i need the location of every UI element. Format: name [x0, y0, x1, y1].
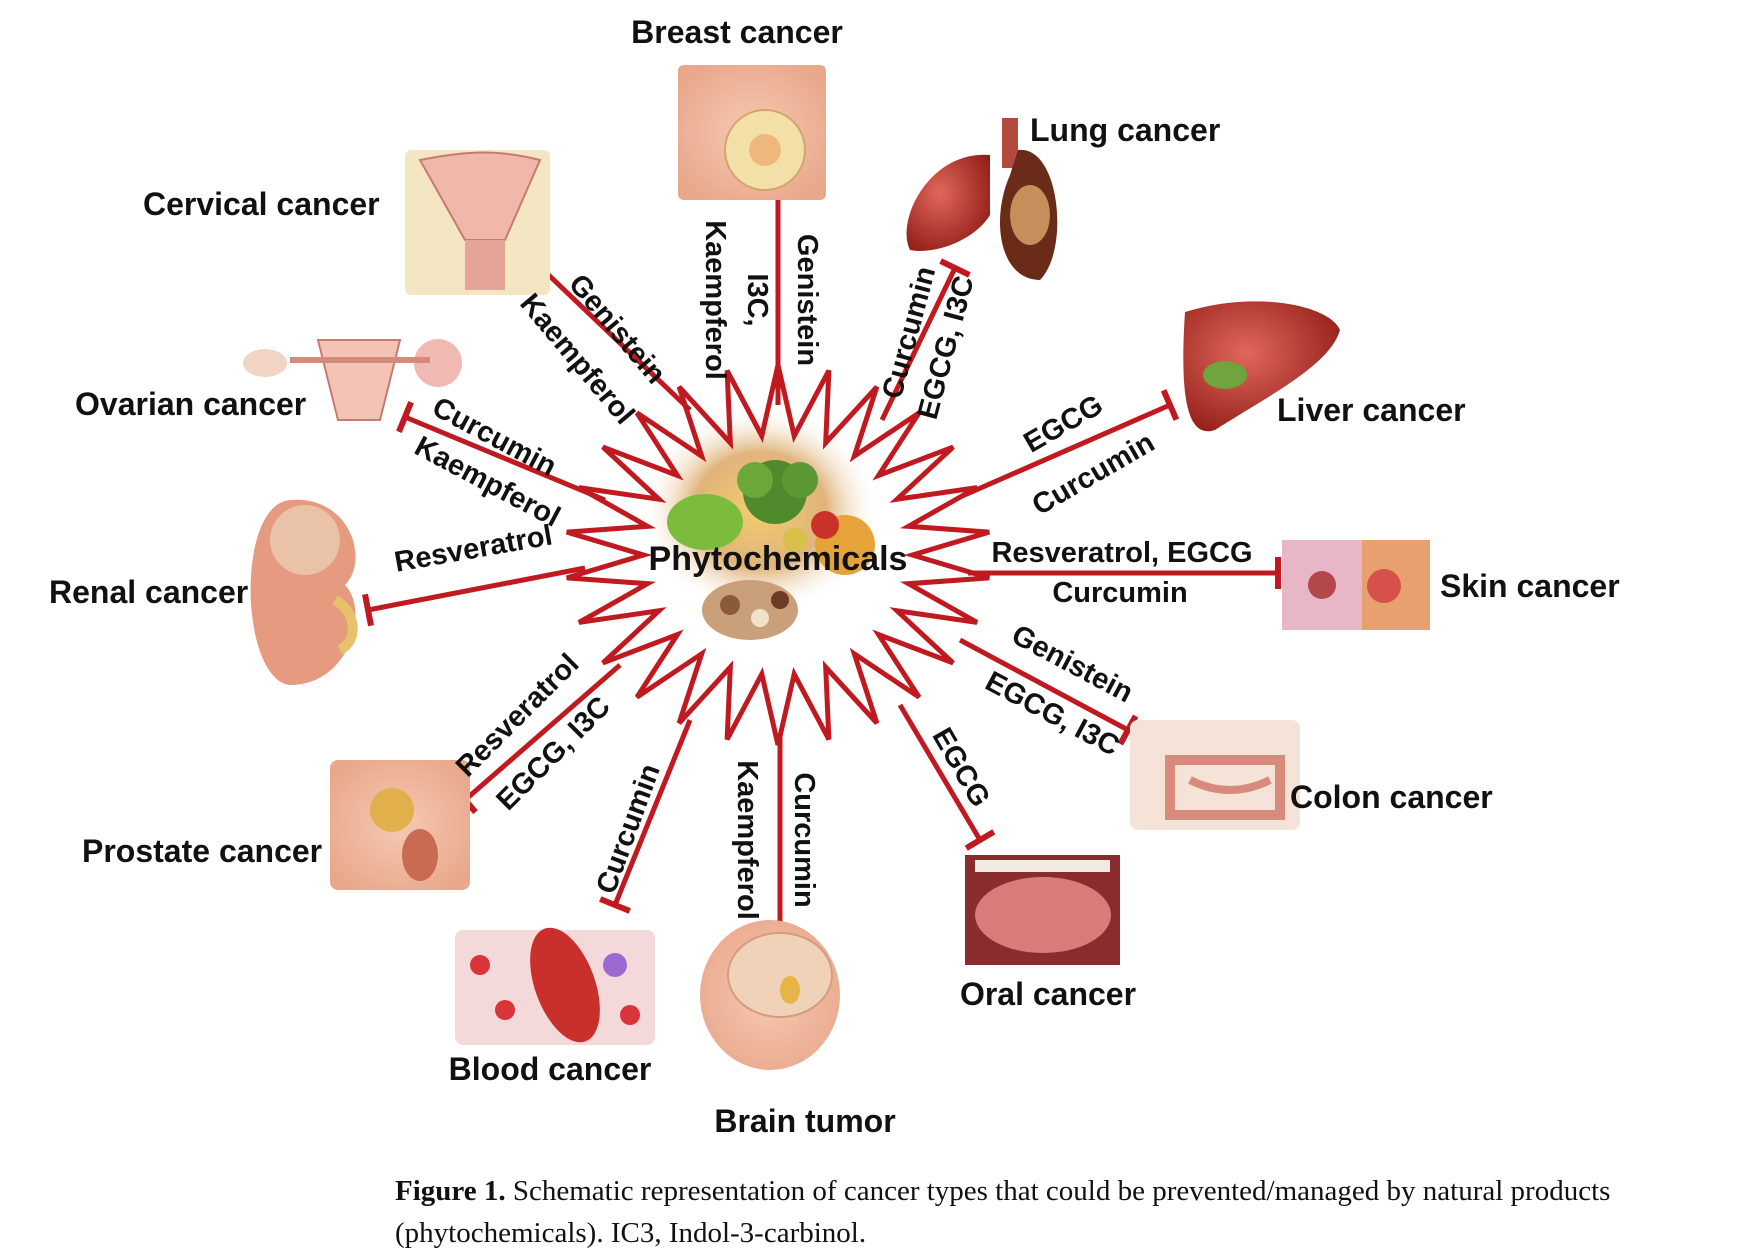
beans-icon: [702, 580, 798, 640]
ovarian-cancer-label: Ovarian cancer: [75, 386, 306, 422]
skin-agent-label: Curcumin: [1052, 577, 1187, 609]
skin-cancer-label: Skin cancer: [1440, 568, 1620, 604]
caption-text: Schematic representation of cancer types…: [395, 1175, 1611, 1249]
renal-inhibition-bar: [362, 593, 374, 627]
skin-agent-label: Resveratrol, EGCG: [991, 537, 1252, 569]
liver-inhibition-line: [958, 402, 1172, 500]
lung-inhibition-line: [879, 266, 958, 422]
colon-inhibition-bar: [1117, 714, 1139, 746]
liver-agent-label: EGCG: [1019, 389, 1109, 459]
lung-illustration: [906, 118, 1058, 280]
oral-cancer-label: Oral cancer: [960, 976, 1136, 1012]
breast-agent-label: Genistein: [791, 234, 823, 366]
blood-illustration: [455, 927, 655, 1045]
brain-agent-label: Kaempferol: [731, 760, 763, 920]
renal-illustration: [250, 499, 358, 685]
blood-cancer-label: Blood cancer: [449, 1051, 652, 1087]
brain-illustration: [700, 920, 840, 1070]
cervical-cancer-label: Cervical cancer: [143, 186, 380, 222]
oral-inhibition-bar: [964, 829, 996, 851]
blood-inhibition-line: [612, 719, 693, 906]
breast-illustration: [678, 65, 826, 200]
prostate-illustration: [330, 760, 470, 890]
figure-caption: Figure 1. Schematic representation of ca…: [395, 1170, 1725, 1254]
breast-agent-label: Kaempferol: [699, 220, 731, 380]
ovarian-inhibition-line: [404, 414, 606, 503]
lung-cancer-label: Lung cancer: [1030, 112, 1220, 148]
renal-inhibition-line: [367, 565, 586, 613]
renal-agent-label: Resveratrol: [392, 520, 555, 579]
cervical-inhibition-line: [533, 260, 692, 412]
lettuce-icon: [667, 494, 743, 550]
colon-cancer-label: Colon cancer: [1290, 779, 1493, 815]
brain-tumor-label: Brain tumor: [714, 1103, 895, 1139]
liver-inhibition-bar: [1160, 389, 1180, 421]
skin-illustration: [1282, 540, 1430, 630]
oral-inhibition-line: [897, 703, 983, 842]
liver-cancer-label: Liver cancer: [1277, 392, 1466, 428]
ovarian-inhibition-bar: [396, 401, 414, 433]
prostate-inhibition-line: [463, 663, 622, 802]
colon-illustration: [1130, 720, 1300, 830]
starburst-outline: [566, 364, 990, 746]
blood-inhibition-bar: [599, 896, 631, 914]
lung-inhibition-bar: [939, 258, 971, 278]
colon-inhibition-line: [958, 637, 1130, 733]
inhibition-lines: [362, 194, 1281, 935]
renal-cancer-label: Renal cancer: [49, 574, 248, 610]
caption-label: Figure 1.: [395, 1175, 506, 1207]
center-label: Phytochemicals: [649, 540, 908, 578]
ovarian-illustration: [243, 339, 462, 421]
breast-cancer-label: Breast cancer: [631, 14, 843, 50]
brain-agent-label: Curcumin: [788, 772, 820, 907]
prostate-cancer-label: Prostate cancer: [82, 833, 322, 869]
liver-illustration: [1183, 301, 1340, 432]
oral-illustration: [965, 855, 1120, 965]
cervical-illustration: [405, 150, 550, 295]
breast-agent-label: I3C,: [741, 273, 773, 326]
